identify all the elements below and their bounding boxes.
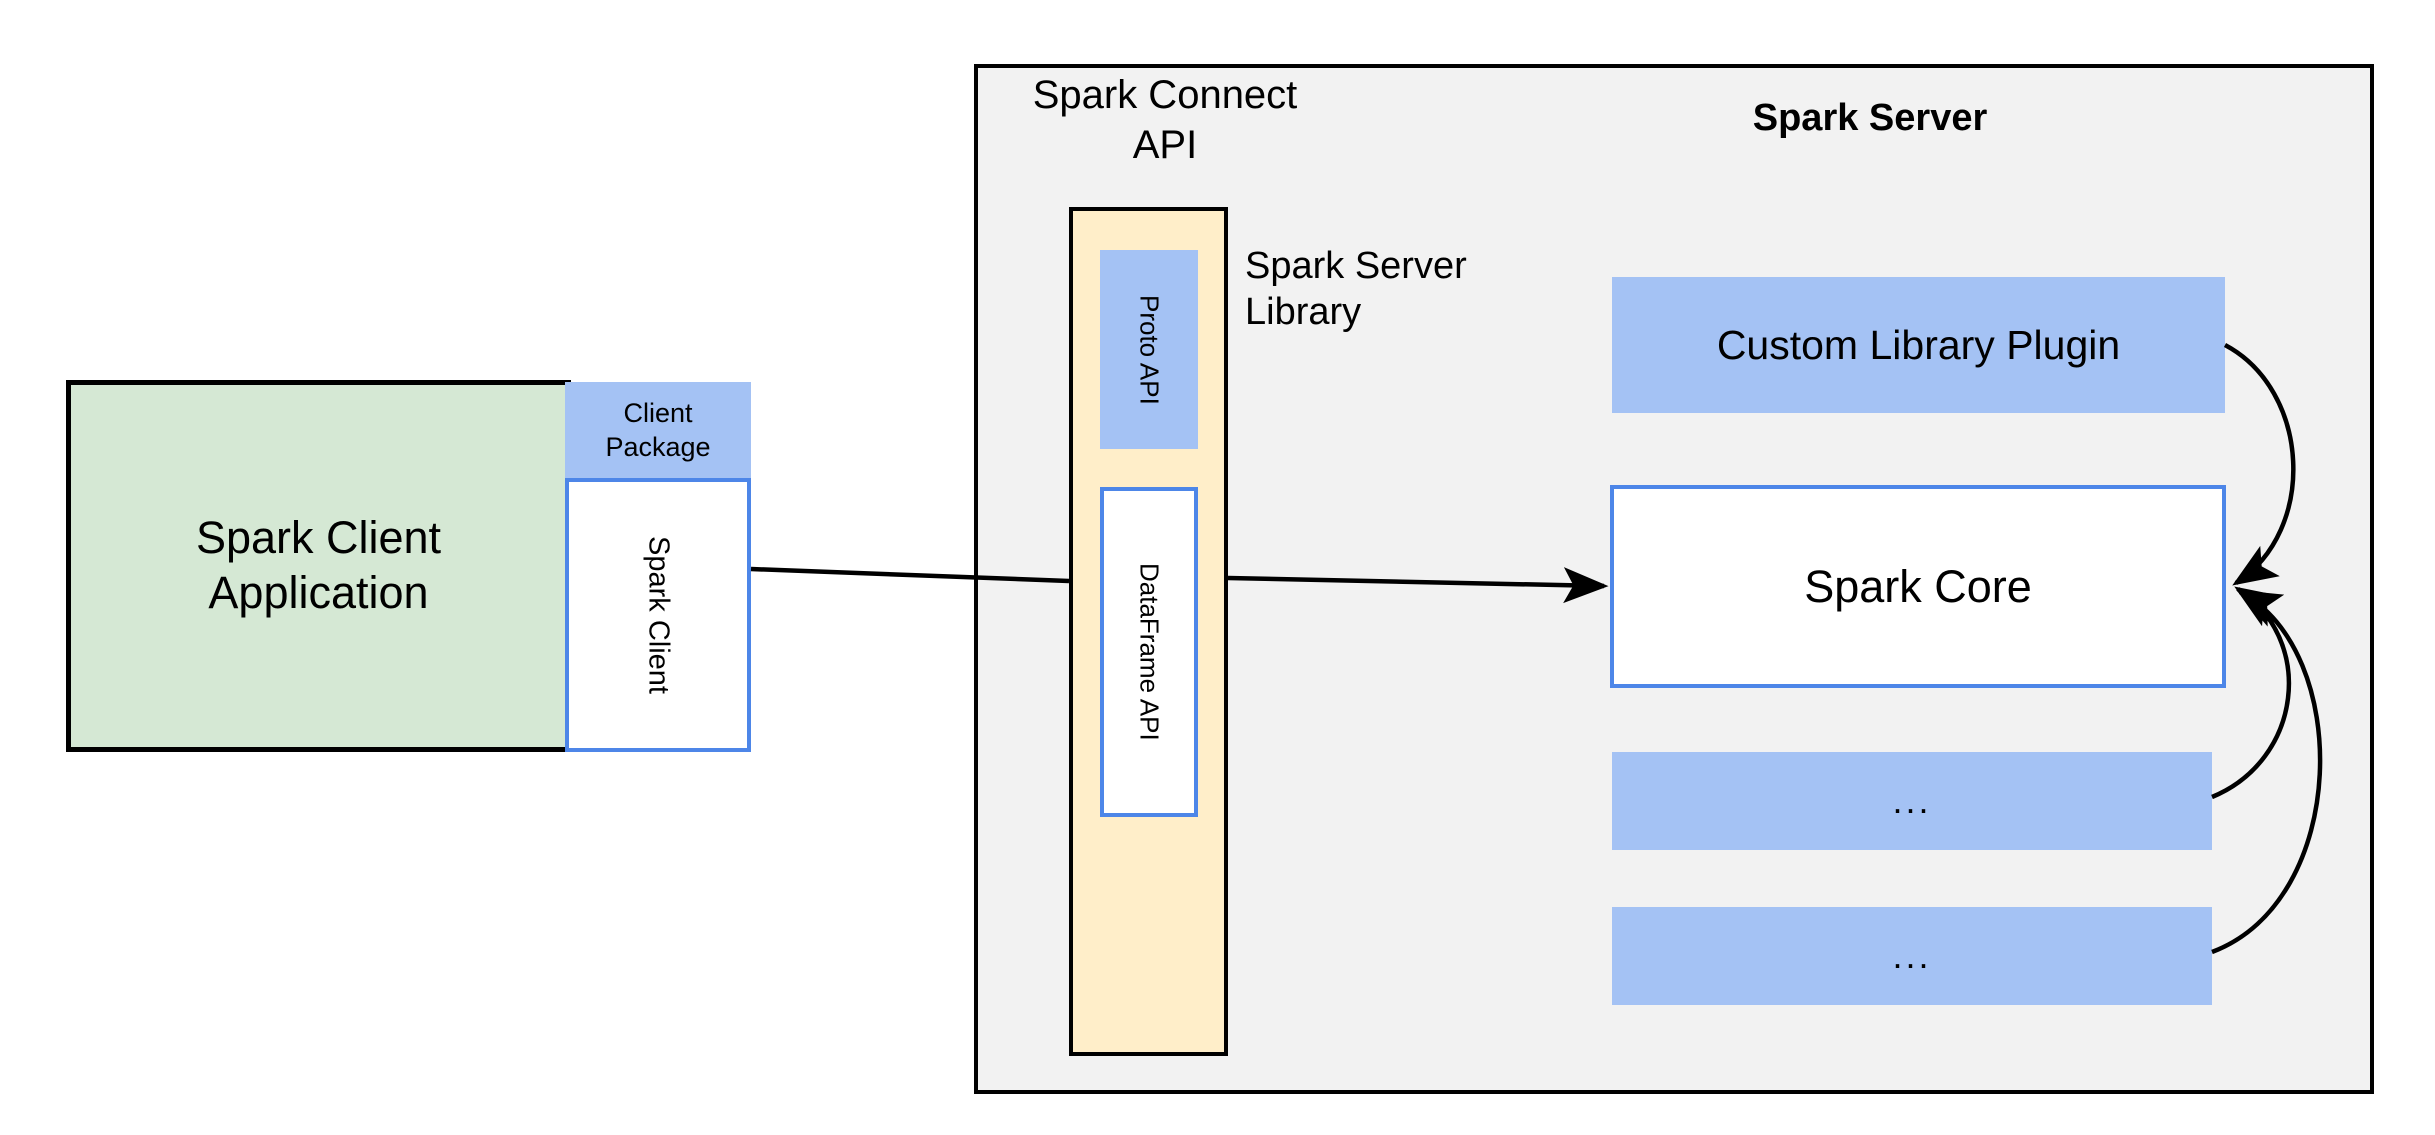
spark-server-title: Spark Server [1752, 97, 1988, 139]
spark-client-box: Spark Client [565, 478, 751, 752]
spark-server-library-label: Spark Server Library [1245, 245, 1467, 334]
spark-client-application-label: Spark Client Application [195, 512, 442, 618]
spark-connect-api-label: Spark Connect API [1032, 73, 1298, 167]
custom-library-plugin-box: Custom Library Plugin [1612, 277, 2225, 413]
plugin-placeholder-box-1: ... [1612, 752, 2212, 850]
plugin-placeholder-label-1: ... [1892, 780, 1932, 821]
client-package-box: Client Package [565, 382, 751, 478]
spark-core-box: Spark Core [1610, 485, 2226, 688]
client-package-label: Client Package [605, 397, 711, 462]
spark-client-label: Spark Client [642, 536, 675, 694]
dataframe-api-box: DataFrame API [1100, 487, 1198, 817]
spark-client-application-box: Spark Client Application [66, 380, 571, 752]
custom-library-plugin-label: Custom Library Plugin [1716, 321, 2121, 368]
plugin-placeholder-box-2: ... [1612, 907, 2212, 1005]
proto-api-label: Proto API [1134, 294, 1165, 405]
proto-api-box: Proto API [1100, 250, 1198, 449]
dataframe-api-label: DataFrame API [1134, 563, 1165, 741]
spark-core-label: Spark Core [1804, 560, 2032, 612]
plugin-placeholder-label-2: ... [1892, 935, 1932, 976]
